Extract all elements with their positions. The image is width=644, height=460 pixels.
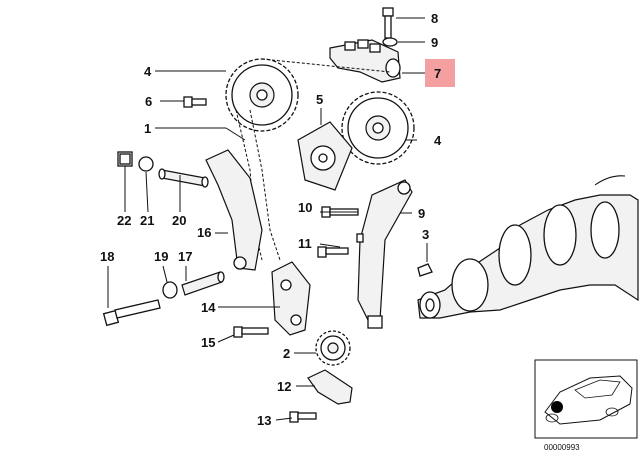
callout-5: 5 — [316, 92, 323, 107]
callout-15: 14 — [201, 300, 216, 315]
callout-14: 13 — [257, 413, 271, 428]
small-bolt — [356, 233, 364, 243]
callout-10: 9 — [418, 206, 425, 221]
vehicle-locator-inset — [534, 359, 638, 439]
guide-rail-17 — [205, 149, 263, 271]
callout-4-upper: 4 — [144, 64, 152, 79]
bolt-6 — [183, 96, 207, 108]
chain-top-run — [261, 58, 391, 73]
crank-sprocket — [315, 330, 351, 366]
callout-2: 2 — [283, 346, 290, 361]
callout-13: 12 — [277, 379, 291, 394]
callout-4-lower: 4 — [434, 133, 442, 148]
callout-1: 1 — [144, 121, 151, 136]
sleeve-18 — [181, 271, 225, 296]
car-outline — [544, 375, 633, 425]
crankshaft — [417, 175, 639, 319]
bolt-19 — [102, 299, 161, 327]
location-marker — [551, 401, 563, 413]
seal-ring-22 — [138, 156, 154, 172]
callout-19: 18 — [100, 249, 114, 264]
callout-23: 22 — [117, 213, 131, 228]
tensioner-rail-10 — [357, 179, 413, 329]
sprocket-hub — [297, 121, 353, 191]
guide-13 — [307, 369, 353, 405]
callout-3: 3 — [422, 227, 429, 242]
callout-6: 6 — [145, 94, 152, 109]
callout-8: 8 — [431, 11, 438, 26]
lower-guide-15 — [271, 261, 311, 336]
bolt-12 — [317, 246, 349, 258]
woodruff-key — [417, 263, 433, 277]
bolt-8 — [382, 7, 394, 39]
callout-22: 21 — [140, 213, 154, 228]
callout-21: 20 — [172, 213, 186, 228]
callout-20: 19 — [154, 249, 168, 264]
callout-7-highlight — [425, 59, 455, 87]
washer-9 — [382, 37, 398, 47]
callout-17: 16 — [197, 225, 211, 240]
figure-code: 00000993 — [544, 443, 580, 452]
callout-9: 9 — [431, 35, 438, 50]
bolt-16 — [233, 326, 269, 338]
pin-21 — [158, 168, 209, 188]
plug-23 — [117, 151, 133, 167]
callout-7: 7 — [434, 66, 441, 81]
bolt-14 — [289, 411, 317, 423]
camshaft-sprocket-lower — [341, 91, 415, 165]
washer-20 — [162, 281, 178, 299]
leader-lines — [107, 17, 428, 421]
callout-18: 17 — [178, 249, 192, 264]
callout-11: 10 — [298, 200, 312, 215]
camshaft-sprocket-upper — [225, 58, 299, 132]
callout-16: 15 — [201, 335, 215, 350]
timing-chain-right — [249, 109, 281, 261]
callout-12: 11 — [298, 236, 312, 251]
